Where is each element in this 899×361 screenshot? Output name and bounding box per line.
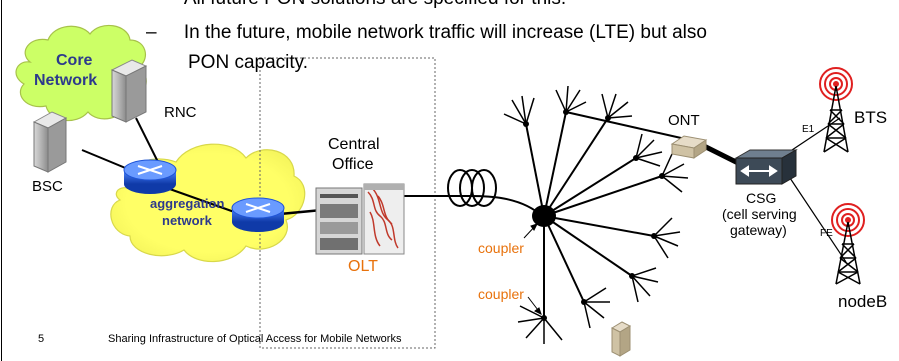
core-network-label-line2: Network bbox=[34, 72, 98, 89]
coupler-main-node bbox=[532, 205, 556, 227]
rnc-server-icon bbox=[110, 59, 148, 123]
aggregation-label-line1: aggregation bbox=[150, 196, 225, 211]
central-office-label-line1: Central bbox=[328, 136, 380, 153]
ont-device-bottom-icon bbox=[610, 321, 632, 357]
pon-tree bbox=[525, 111, 691, 318]
coupler-pointers bbox=[523, 223, 542, 315]
fiber-spool bbox=[447, 169, 497, 207]
router-core-icon bbox=[123, 159, 177, 194]
central-office-label-line2: Office bbox=[332, 156, 374, 173]
csg-switch-icon bbox=[734, 149, 798, 185]
bullet-text: All future PON solutions are specified f… bbox=[184, 0, 566, 9]
e1-link-label: E1 bbox=[802, 124, 815, 135]
bts-label: BTS bbox=[854, 108, 888, 127]
bsc-label: BSC bbox=[32, 178, 63, 195]
nodeb-label: nodeB bbox=[838, 292, 888, 311]
aggregation-label-line2: network bbox=[162, 213, 212, 228]
bullet-line-2: – In the future, mobile network traffic … bbox=[146, 22, 707, 44]
fe-link-label: FE bbox=[820, 228, 833, 239]
coupler-label-lower: coupler bbox=[478, 286, 524, 302]
csg-label-line3: gateway) bbox=[730, 222, 787, 238]
footer-page-number: 5 bbox=[38, 333, 45, 345]
bsc-server-icon bbox=[32, 111, 68, 173]
csg-label-line2: (cell serving bbox=[722, 206, 797, 222]
router-aggregation-icon bbox=[231, 197, 285, 232]
olt-label: OLT bbox=[348, 258, 378, 275]
core-network-label-line1: Core bbox=[56, 52, 93, 69]
tree-endpoints bbox=[503, 85, 689, 344]
bullet-text: In the future, mobile network traffic wi… bbox=[183, 22, 707, 43]
ont-device-icon bbox=[670, 135, 708, 159]
rnc-label: RNC bbox=[164, 104, 197, 121]
olt-equipment-icon bbox=[315, 183, 405, 255]
bullet-line-1: – All future PON solutions are specified… bbox=[146, 0, 566, 10]
coupler-label-upper: coupler bbox=[478, 240, 524, 256]
csg-label-line1: CSG bbox=[746, 190, 777, 206]
bullet-dash: – bbox=[146, 22, 157, 43]
bullet-line-3: PON capacity. bbox=[188, 52, 308, 74]
bts-antenna-icon bbox=[819, 67, 853, 153]
tree-nodes bbox=[523, 109, 665, 321]
nodeb-antenna-icon bbox=[831, 203, 865, 285]
footer-title: Sharing Infrastructure of Optical Access… bbox=[108, 333, 402, 345]
ont-label: ONT bbox=[668, 112, 700, 129]
bullet-text: PON capacity. bbox=[188, 52, 309, 73]
bullet-dash: – bbox=[146, 0, 157, 9]
